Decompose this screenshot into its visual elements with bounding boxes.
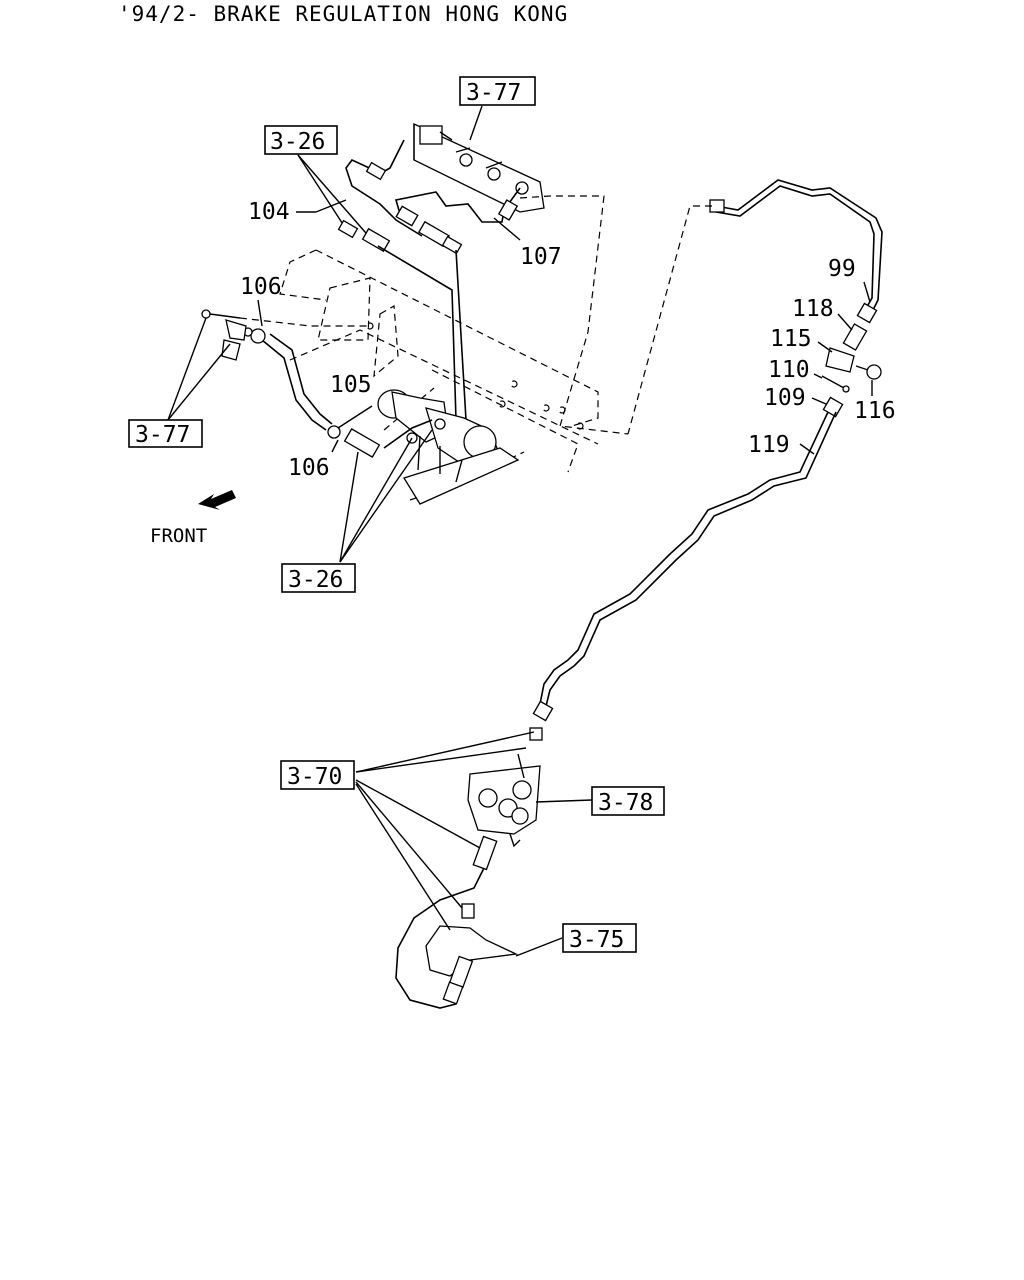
part-label-115: 115 <box>770 326 812 352</box>
part-label-118: 118 <box>792 296 834 322</box>
part-label-107: 107 <box>520 244 562 270</box>
ref-box-3-75[interactable]: 3-75 <box>562 923 637 953</box>
screw-110 <box>821 375 850 393</box>
ref-box-3-78[interactable]: 3-78 <box>591 786 665 816</box>
ref-box-3-26-top[interactable]: 3-26 <box>264 125 338 155</box>
ref-label-3-78: 3-78 <box>598 790 653 816</box>
bracket-115 <box>825 347 855 373</box>
fitting-109 <box>822 396 844 418</box>
leader-106-lower <box>331 439 339 453</box>
leader-107 <box>493 217 521 241</box>
ref-label-3-70: 3-70 <box>287 764 342 790</box>
valve-3-78 <box>467 727 543 848</box>
ref-box-3-77-top[interactable]: 3-77 <box>459 76 536 106</box>
pipe-119 <box>532 411 837 722</box>
regulator-assembly <box>377 389 520 505</box>
part-label-106-lower: 106 <box>288 455 330 481</box>
part-label-119: 119 <box>748 432 790 458</box>
part-label-99: 99 <box>828 256 856 282</box>
page-title: '94/2- BRAKE REGULATION HONG KONG <box>118 2 569 26</box>
lower-valve-assembly <box>395 835 519 1009</box>
leader-105 <box>337 405 373 429</box>
fitting-116 <box>855 364 882 380</box>
chassis-frame <box>279 195 629 501</box>
leader-3-78 <box>535 799 593 803</box>
part-label-105: 105 <box>330 372 372 398</box>
leader-3-75 <box>515 937 563 957</box>
pipe-104 <box>337 139 457 421</box>
fitting-118 <box>842 323 868 351</box>
ref-box-3-77-left[interactable]: 3-77 <box>128 419 203 448</box>
ref-label-3-75: 3-75 <box>569 927 624 953</box>
manifold-block <box>413 122 545 213</box>
front-label: FRONT <box>150 525 207 547</box>
ref-label-3-26-top: 3-26 <box>270 129 325 155</box>
leaders-3-77-left <box>167 317 231 421</box>
ref-box-3-70[interactable]: 3-70 <box>280 760 355 790</box>
fitting-106-upper <box>243 327 266 344</box>
part-label-110: 110 <box>768 357 810 383</box>
leaders-right-cluster <box>811 281 873 405</box>
part-label-109: 109 <box>764 385 806 411</box>
leader-119 <box>799 443 815 455</box>
part-label-104: 104 <box>248 199 290 225</box>
ref-label-3-77-top: 3-77 <box>466 80 521 106</box>
part-label-116: 116 <box>854 398 896 424</box>
pipe-99 <box>627 179 883 435</box>
leaders-3-26-bottom <box>339 429 433 563</box>
pipe-to-regulator <box>383 419 433 449</box>
part-label-106-upper: 106 <box>240 274 282 300</box>
ref-label-3-77-left: 3-77 <box>135 422 190 448</box>
pipe-107 <box>394 187 521 421</box>
left-bracket <box>201 309 370 361</box>
leader-3-77-top <box>469 105 483 141</box>
leader-106-upper <box>257 299 263 327</box>
hose-105 <box>261 333 333 431</box>
ref-label-3-26-bottom: 3-26 <box>288 567 343 593</box>
leaders-3-70 <box>355 731 535 931</box>
leaders-3-26-top <box>297 154 373 241</box>
fitting-106-lower <box>327 425 381 458</box>
front-arrow-icon <box>198 490 236 510</box>
ref-box-3-26-bottom[interactable]: 3-26 <box>281 563 356 593</box>
